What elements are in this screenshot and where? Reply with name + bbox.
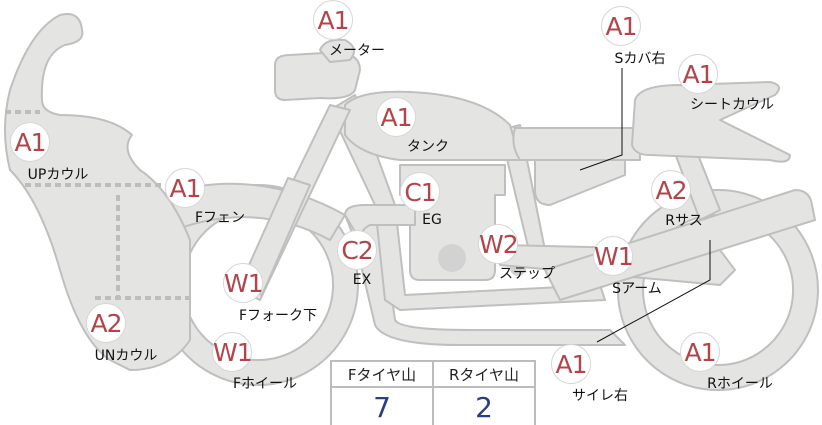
grade-badge: C1	[400, 172, 440, 212]
grade-badge: A1	[10, 122, 50, 162]
grade-badge: A2	[86, 303, 126, 343]
grade-badge: W2	[478, 224, 519, 264]
part-label: Sアーム	[612, 281, 662, 297]
part-label: EX	[352, 272, 372, 288]
grade-badge: W1	[223, 263, 264, 303]
part-label: ステップ	[499, 266, 555, 282]
leader-line-side-cover	[579, 68, 623, 171]
part-label: シートカウル	[690, 97, 774, 113]
grade-badge: A1	[165, 168, 205, 208]
grade-badge: A1	[313, 0, 353, 40]
meter-cover	[274, 51, 361, 101]
side-cover	[534, 159, 626, 206]
grade-badge: A2	[651, 170, 691, 210]
part-label: EG	[422, 212, 442, 228]
rear-tire-value: 2	[432, 386, 536, 425]
grade-badge: A1	[601, 6, 641, 46]
part-label: Rサス	[665, 213, 703, 229]
part-label: Rホイール	[707, 376, 773, 392]
part-label: Fフォーク下	[238, 308, 318, 324]
grade-badge: A1	[376, 97, 416, 137]
grade-badge: W1	[212, 332, 253, 372]
part-label: サイレ右	[572, 388, 628, 404]
seat-cowl	[631, 81, 791, 163]
front-tire-header: Fタイヤ山	[330, 360, 434, 388]
part-label: タンク	[407, 139, 449, 155]
grade-badge: A1	[551, 344, 591, 384]
part-label: メーター	[329, 43, 385, 59]
front-tire-value: 7	[330, 386, 434, 425]
part-label: Fホイール	[232, 376, 298, 392]
leader-line-muffler	[596, 240, 711, 343]
tire-tread-table: Fタイヤ山 Rタイヤ山 7 2	[330, 360, 536, 425]
part-label: Fフェン	[194, 210, 246, 226]
seat	[512, 127, 641, 161]
part-label: Sカバ右	[614, 51, 666, 67]
part-label: UNカウル	[94, 348, 158, 364]
grade-badge: A1	[678, 54, 718, 94]
grade-badge: W1	[593, 236, 634, 276]
grade-badge: A1	[680, 332, 720, 372]
grade-badge: C2	[337, 230, 377, 270]
rear-tire-header: Rタイヤ山	[432, 360, 536, 388]
part-label: UPカウル	[27, 167, 89, 183]
